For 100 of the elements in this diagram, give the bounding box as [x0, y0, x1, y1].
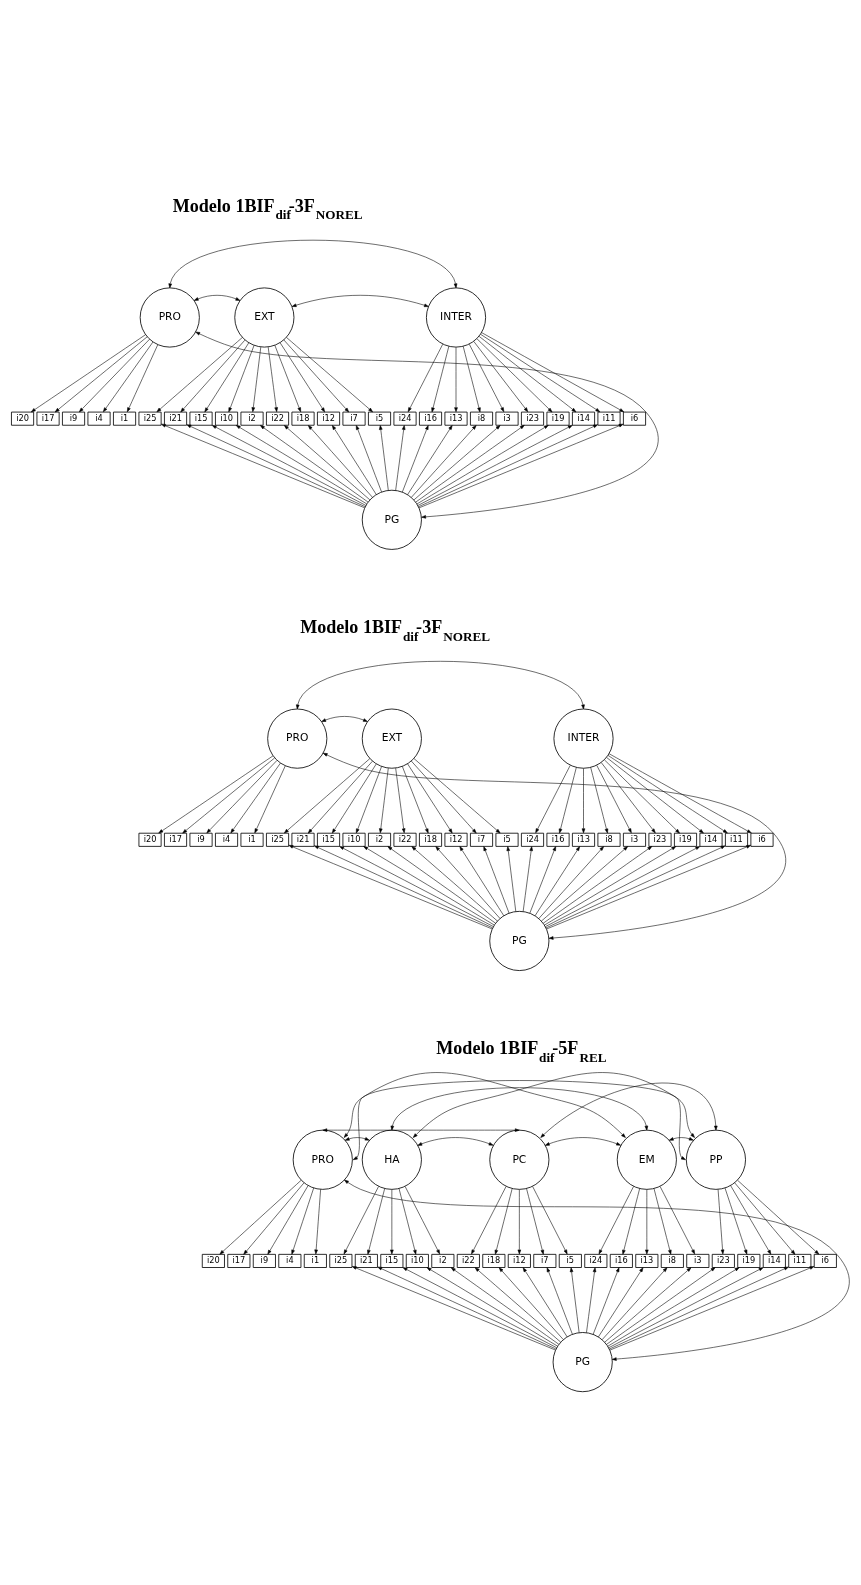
arrow	[103, 341, 154, 413]
arrow	[331, 763, 377, 834]
node-box: i20	[11, 411, 35, 426]
arrow	[390, 1189, 394, 1255]
arrow	[478, 336, 577, 413]
node-box: i5	[368, 411, 392, 426]
arrow	[379, 425, 389, 491]
arrow	[219, 1179, 302, 1255]
arrow	[30, 334, 146, 413]
node-circle: PG	[489, 910, 550, 971]
arrow	[558, 767, 577, 834]
arrow	[416, 424, 549, 505]
node-box: i9	[62, 411, 86, 426]
node-box: i3	[495, 411, 519, 426]
arrow	[127, 344, 159, 413]
arrow	[532, 1186, 568, 1255]
node-box: i16	[419, 411, 443, 426]
arrow	[435, 846, 501, 919]
arrow	[193, 295, 241, 301]
arrow	[608, 753, 752, 834]
node-box: i19	[674, 832, 697, 847]
arrow	[235, 424, 367, 505]
node-box: i7	[533, 1253, 557, 1268]
arrow	[379, 767, 389, 834]
arrow	[659, 1186, 695, 1255]
node-box: i6	[813, 1253, 837, 1268]
node-box: i1	[113, 411, 137, 426]
arrow	[417, 1137, 494, 1146]
arrow	[339, 846, 494, 927]
arrow	[724, 1187, 748, 1255]
arrow	[426, 1267, 558, 1347]
arrow	[598, 1186, 634, 1255]
node-box: i14	[572, 411, 595, 426]
arrow	[230, 762, 281, 834]
arrow	[517, 1189, 522, 1255]
node-box: i21	[291, 832, 315, 847]
arrow	[243, 1182, 305, 1255]
arrow	[322, 752, 786, 940]
arrow	[284, 758, 371, 834]
arrow	[604, 1267, 692, 1343]
node-box: i19	[546, 411, 570, 426]
arrow	[598, 1267, 644, 1338]
node-box: i9	[252, 1253, 276, 1268]
arrow	[343, 1186, 379, 1255]
arrow	[600, 762, 656, 834]
arrow	[606, 1267, 716, 1345]
arrow	[332, 425, 377, 495]
arrow	[411, 760, 477, 834]
arrow	[606, 757, 704, 834]
arrow	[668, 1137, 694, 1141]
arrow	[454, 347, 458, 413]
node-box: i13	[444, 411, 468, 426]
node-box: i17	[164, 832, 188, 847]
arrow	[204, 342, 249, 413]
arrow	[407, 763, 453, 834]
arrow	[168, 239, 458, 289]
arrow	[363, 846, 495, 926]
arrow	[596, 765, 632, 834]
arrow	[195, 331, 658, 519]
arrow	[158, 755, 274, 834]
node-box: i13	[635, 1253, 659, 1268]
arrow	[307, 761, 373, 834]
arrow	[411, 846, 498, 922]
node-box: i17	[36, 411, 60, 426]
arrow	[569, 1267, 580, 1333]
arrow	[412, 1072, 695, 1138]
arrow	[228, 345, 255, 413]
arrow	[254, 765, 286, 834]
arrow	[522, 1267, 568, 1338]
arrow	[737, 1179, 820, 1255]
arrow	[54, 336, 148, 413]
arrow	[431, 346, 450, 413]
label: Modelo 1BIF$_{dif}$-5F$_{REL}$	[436, 1038, 607, 1065]
arrow	[211, 424, 367, 506]
arrow	[653, 1188, 672, 1255]
node-box: i25	[266, 832, 290, 847]
arrow	[471, 1186, 507, 1255]
node-box: i24	[393, 411, 417, 426]
label: Modelo 1BIF$_{dif}$-3F$_{NOREL}$	[172, 195, 363, 223]
node-box: i25	[138, 411, 162, 426]
node-box: i15	[380, 1253, 404, 1268]
arrow	[413, 758, 501, 834]
arrow	[474, 1267, 561, 1343]
arrow	[402, 425, 429, 493]
node-box: i4	[278, 1253, 302, 1268]
node-box: i18	[291, 411, 315, 426]
arrow	[344, 1137, 370, 1141]
arrow	[544, 846, 677, 926]
arrow	[413, 425, 501, 501]
node-circle: PG	[361, 489, 422, 550]
arrow	[404, 1186, 440, 1255]
arrow	[415, 424, 525, 503]
node-box: i20	[138, 832, 162, 847]
node-box: i15	[189, 411, 213, 426]
arrow	[545, 846, 701, 927]
node-box: i18	[482, 1253, 506, 1268]
arrow	[274, 344, 301, 413]
arrow	[343, 1072, 626, 1138]
node-box: i1	[240, 832, 264, 847]
node-box: i14	[699, 832, 723, 847]
